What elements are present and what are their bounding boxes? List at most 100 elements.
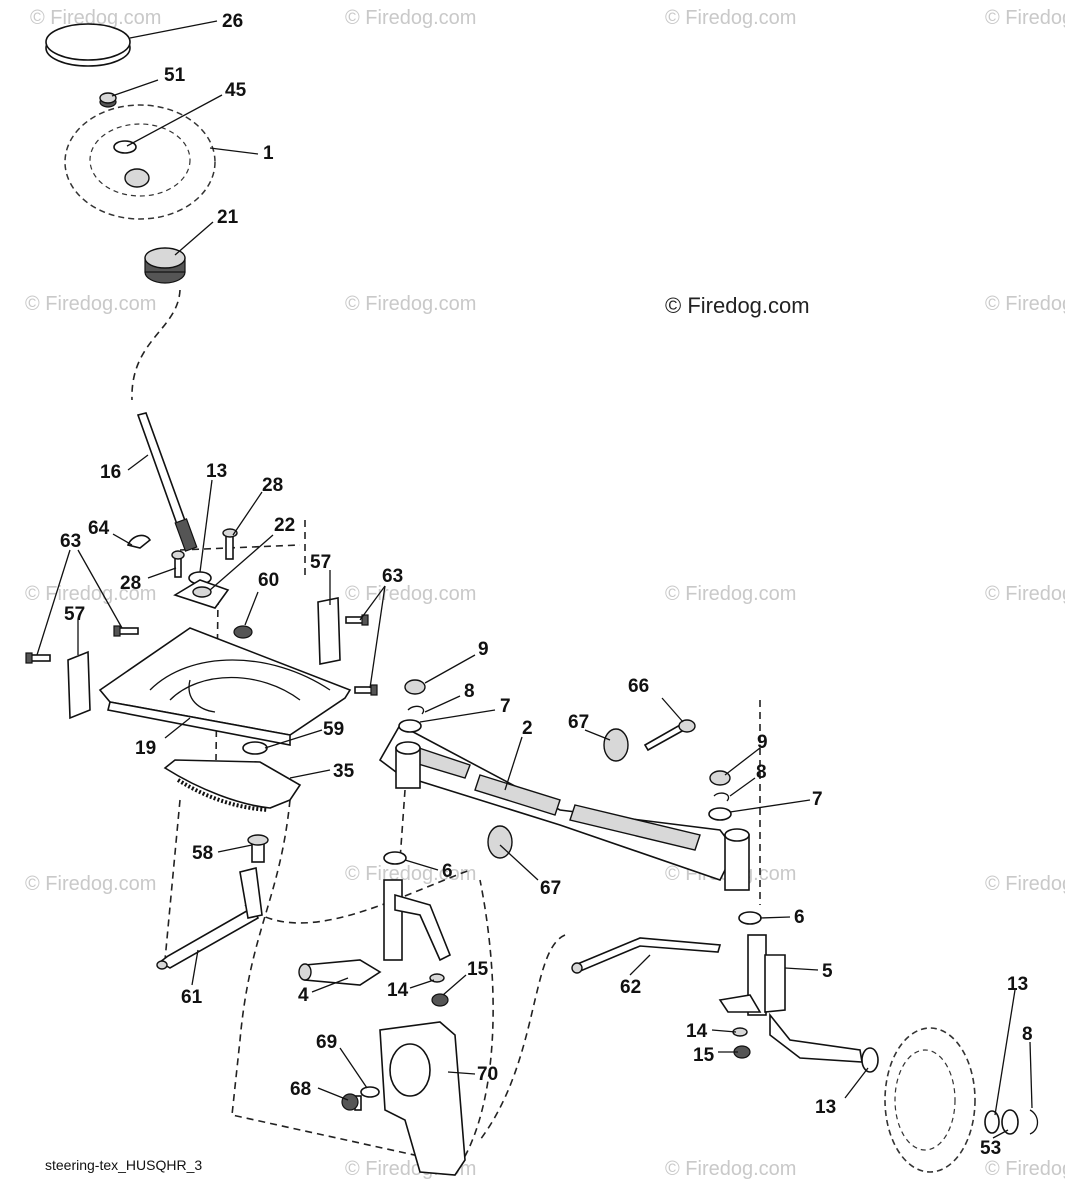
callout-label: 7	[812, 789, 823, 810]
callout-label: 14	[686, 1021, 708, 1042]
callout-label: 15	[693, 1045, 715, 1066]
callout-label: 58	[192, 843, 213, 864]
callout-label: 60	[258, 570, 279, 591]
dashed-guide	[215, 597, 219, 761]
callout-labels: 26 51 45 1 21 16 13 28 64 22 28 63 57 60…	[60, 11, 1033, 1159]
watermark: © Firedog.com	[345, 293, 476, 315]
mounting-bracket-70	[379, 1021, 466, 1176]
callout-label: 8	[756, 762, 767, 783]
steering-shaft	[136, 412, 198, 552]
ring-8	[713, 792, 730, 802]
callout-label: 21	[217, 207, 239, 228]
screw-63	[345, 614, 369, 626]
spindle-left	[298, 879, 452, 986]
callout-label: 28	[120, 573, 141, 594]
bracket-57-right	[317, 597, 341, 665]
front-axle	[378, 723, 750, 891]
bracket-57-left	[67, 650, 91, 720]
bracket-22	[173, 579, 230, 609]
watermark: © Firedog.com	[985, 873, 1065, 895]
callout-label: 8	[1022, 1024, 1033, 1045]
callout-label: 28	[262, 475, 283, 496]
bolt-66	[643, 719, 696, 752]
callout-label: 2	[522, 718, 533, 739]
watermark: © Firedog.com	[25, 873, 156, 895]
callout-label: 26	[222, 11, 243, 32]
callout-label: 64	[88, 518, 110, 539]
dashed-guide	[399, 789, 406, 861]
dashed-guide	[244, 869, 471, 924]
dashed-guide	[179, 520, 306, 580]
callout-label: 67	[540, 878, 561, 899]
callout-label: 19	[135, 738, 156, 759]
front-wheel	[884, 1027, 976, 1173]
callout-label: 35	[333, 761, 355, 782]
washer-53	[1001, 1109, 1019, 1135]
steering-arm-61	[156, 867, 263, 970]
leader-lines	[36, 20, 1033, 1139]
watermark: © Firedog.com	[345, 863, 476, 885]
watermark: © Firedog.com	[665, 7, 796, 29]
watermark: © Firedog.com	[345, 583, 476, 605]
steering-adapter	[144, 247, 186, 284]
callout-label: 45	[225, 80, 247, 101]
watermark: © Firedog.com	[985, 1158, 1065, 1180]
nut-60	[233, 625, 253, 639]
callout-label: 14	[387, 980, 409, 1001]
callout-label: 66	[628, 676, 649, 697]
watermark: © Firedog.com	[665, 583, 796, 605]
tie-rod	[571, 937, 722, 974]
watermark: © Firedog.com	[30, 7, 161, 29]
bolt-28-lower	[171, 550, 185, 578]
callout-label: 59	[323, 719, 344, 740]
washer-6	[738, 911, 762, 925]
callout-label: 1	[263, 143, 274, 164]
washer-13	[861, 1047, 879, 1073]
watermark-main: © Firedog.com	[665, 293, 810, 318]
callout-label: 70	[477, 1064, 498, 1085]
callout-label: 63	[382, 566, 403, 587]
callout-label: 57	[64, 604, 85, 625]
dashed-guide	[479, 934, 566, 1141]
watermark: © Firedog.com	[665, 1158, 796, 1180]
callout-label: 68	[290, 1079, 311, 1100]
washer-59	[242, 741, 268, 755]
callout-label: 51	[164, 65, 186, 86]
bolt-28	[222, 528, 238, 560]
steering-plate	[98, 627, 352, 746]
callout-label: 16	[100, 462, 121, 483]
nut-15	[431, 993, 449, 1007]
callout-label: 57	[310, 552, 331, 573]
screw-63	[354, 684, 378, 696]
cap-9	[404, 679, 426, 695]
bushing-67	[603, 728, 629, 762]
watermark: © Firedog.com	[985, 583, 1065, 605]
callout-label: 9	[478, 639, 489, 660]
watermark: © Firedog.com	[985, 7, 1065, 29]
watermark: © Firedog.com	[25, 293, 156, 315]
steering-cap	[45, 23, 131, 67]
callout-label: 13	[815, 1097, 836, 1118]
washer-7	[708, 807, 732, 821]
callout-label: 61	[181, 987, 203, 1008]
bolt-58	[247, 834, 269, 863]
dashed-guide	[131, 289, 181, 401]
callout-label: 63	[60, 531, 81, 552]
callout-label: 7	[500, 696, 511, 717]
callout-label: 67	[568, 712, 589, 733]
screw-63	[113, 625, 139, 637]
callout-label: 62	[620, 977, 641, 998]
sector-gear	[163, 759, 302, 812]
steering-wheel	[64, 104, 216, 220]
watermark: © Firedog.com	[345, 7, 476, 29]
callout-label: 13	[1007, 974, 1028, 995]
callout-label: 6	[442, 861, 453, 882]
callout-label: 13	[206, 461, 227, 482]
callout-label: 8	[464, 681, 475, 702]
bolt-68	[341, 1093, 362, 1111]
screw-63	[25, 652, 51, 664]
callout-label: 9	[757, 732, 768, 753]
callout-label: 53	[980, 1138, 1001, 1159]
clip-8	[1029, 1109, 1039, 1135]
